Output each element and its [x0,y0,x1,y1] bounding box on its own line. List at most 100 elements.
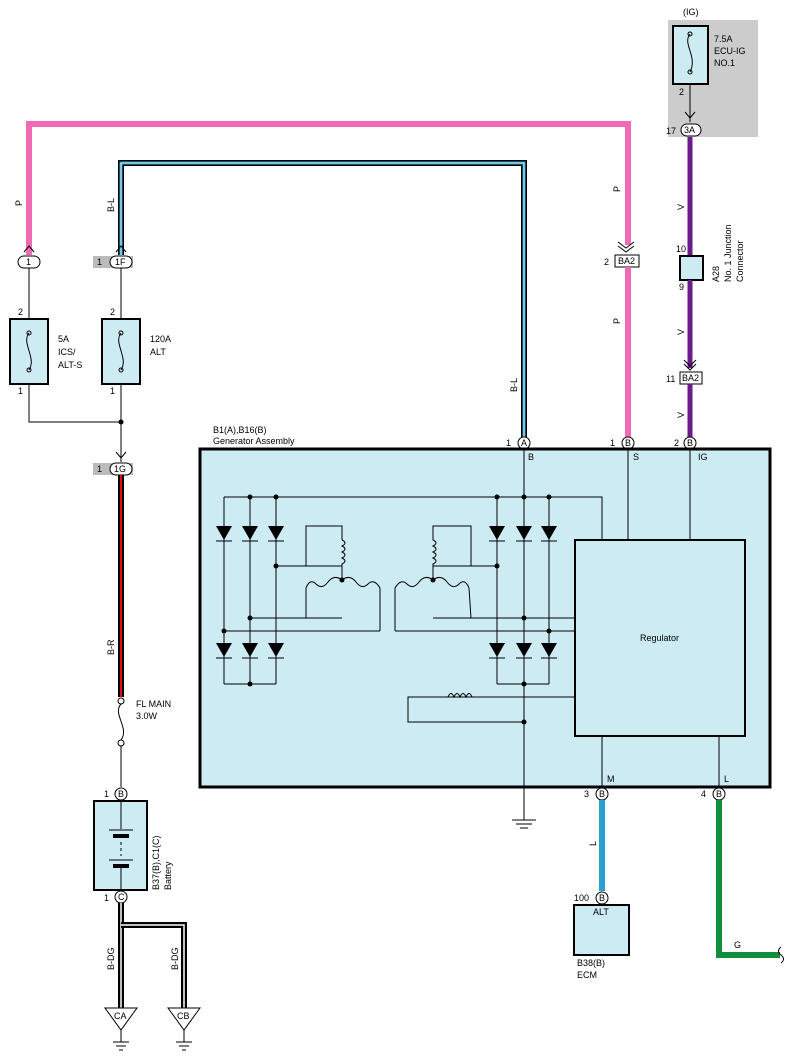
ig-conn-ref-17: 17 [666,126,676,136]
gen-conn-ig-label: B [687,438,693,448]
ground-ca-triangle [104,1007,138,1031]
purple-wire-label-1: V [676,204,686,210]
ground-cb-label: CB [177,1011,190,1021]
generator-title1: B1(A),B16(B) [213,425,267,435]
regulator-label: Regulator [640,633,679,643]
gen-conn-l-label: B [716,789,722,799]
ig-connector-3a [680,123,702,137]
stator-winding-left [305,525,381,631]
rectifier-diodes-left-upper [216,526,284,542]
ecm-name2: ECM [577,970,597,980]
ig-fuse-pin-2: 2 [679,87,684,97]
rectifier-diodes-right-lower [489,643,557,659]
ground-wire-cb-inner [121,924,185,1008]
ba2-connector-pink-label: BA2 [618,256,635,266]
junction-name-line1: A28 [711,266,721,282]
gen-conn-s-label: B [625,438,631,448]
icsalt-pin-2: 2 [18,307,23,317]
junction-pin-10: 10 [676,244,686,254]
icsalt-fuse-name2: ICS/ [58,347,76,357]
fuse-out-connector-label: 1G [114,464,126,474]
icsalt-fuse [9,318,49,385]
stator-winding-right [394,525,472,631]
ig-fuse-name-line3: NO.1 [714,58,735,68]
alt-fuse-name2: ALT [150,347,166,357]
pink-wire [26,121,631,255]
junction-pin-9: 9 [679,282,684,292]
gen-terminal-ig: IG [698,452,708,462]
ground-wire-label-cb: B-DG [170,948,180,971]
junction-name-line3: Connector [735,240,745,282]
ig-fuse-name-line1: 7.5A [714,34,733,44]
pink-wire-label-right-2: P [612,318,622,324]
fuse-out-connector-ref: 1 [97,464,102,474]
gen-conn-a-label: A [521,438,527,448]
gen-pin-4: 4 [701,789,706,799]
br-wire-label: B-R [106,639,116,655]
blue-wire-label: L [588,841,598,846]
icsalt-fuse-name3: ALT-S [58,360,82,370]
ecm-name1: B38(B) [577,958,605,968]
battery-name2: Battery [163,861,173,890]
bl-wire-label-top: B-L [106,198,116,212]
ig-supply-label: (IG) [683,7,699,17]
gen-pin-3: 3 [584,789,589,799]
junction-name-line2: No. 1 Junction [723,224,733,282]
ba2-ref-11: 11 [666,374,675,384]
fl-main-name2: 3.0W [136,711,158,721]
ig-fuse-element [687,33,693,73]
ig-fuse-name-line2: ECU-IG [714,46,746,56]
fl-main-name1: FL MAIN [136,699,171,709]
gen-terminal-s: S [633,452,639,462]
gen-pin-1-a: 1 [506,438,511,448]
gen-terminal-m: M [607,774,615,784]
pink-wire-label-left: P [14,200,24,206]
junction-connector [679,255,704,281]
purple-wire-label-2: V [676,329,686,335]
ecm-pin-100: 100 [574,893,589,903]
gen-terminal-b: B [528,452,534,462]
junction-dots [221,494,552,725]
alt-fuse-name1: 120A [150,334,171,344]
ecm-terminal-alt: ALT [593,907,609,917]
rectifier-diodes-left-lower [216,643,284,659]
gen-conn-m-label: B [599,789,605,799]
ecm-box [573,904,630,956]
gen-pin-1-b: 1 [610,438,615,448]
battery-conn-b-label: B [118,789,124,799]
bl-top-connector-ref: 1 [97,257,102,267]
ig-fuse-body [672,25,709,85]
ig-connector-3a-label: 3A [684,125,695,135]
rectifier-diodes-right-upper [489,526,557,542]
rotor-coil [407,693,575,723]
bl-wire-outer [118,160,527,440]
ecm-conn-b-label: B [599,893,605,903]
green-wire-label: G [734,940,741,950]
battery-pin-1-bottom: 1 [104,893,109,903]
icsalt-fuse-name1: 5A [58,334,69,344]
ground-wire-label-ca: B-DG [106,948,116,971]
bl-wire-label-right: B-L [509,378,519,392]
ba2-connector-purple-label: BA2 [682,373,699,383]
regulator-box [574,539,746,737]
purple-wire-label-3: V [676,412,686,418]
alt-pin-1: 1 [110,386,115,396]
generator-title2: Generator Assembly [213,436,295,446]
green-wire [716,800,780,958]
ba2-ref-2: 2 [604,257,609,267]
gen-pin-2: 2 [674,438,679,448]
icsalt-pin-1: 1 [18,386,23,396]
fl-main-link [117,703,125,741]
pink-left-connector-label: 1 [26,257,31,267]
bl-wire-inner [119,161,526,440]
pink-wire-label-right-1: P [612,186,622,192]
battery-pin-1-top: 1 [104,789,109,799]
bl-top-connector-label: 1F [115,257,126,267]
battery-name1: B37(B),C1(C) [151,835,161,890]
ground-ca-label: CA [114,1011,127,1021]
alt-pin-2: 2 [110,307,115,317]
ground-cb-triangle [167,1007,201,1031]
gen-terminal-l: L [724,774,729,784]
battery-conn-c-label: C [118,892,125,902]
